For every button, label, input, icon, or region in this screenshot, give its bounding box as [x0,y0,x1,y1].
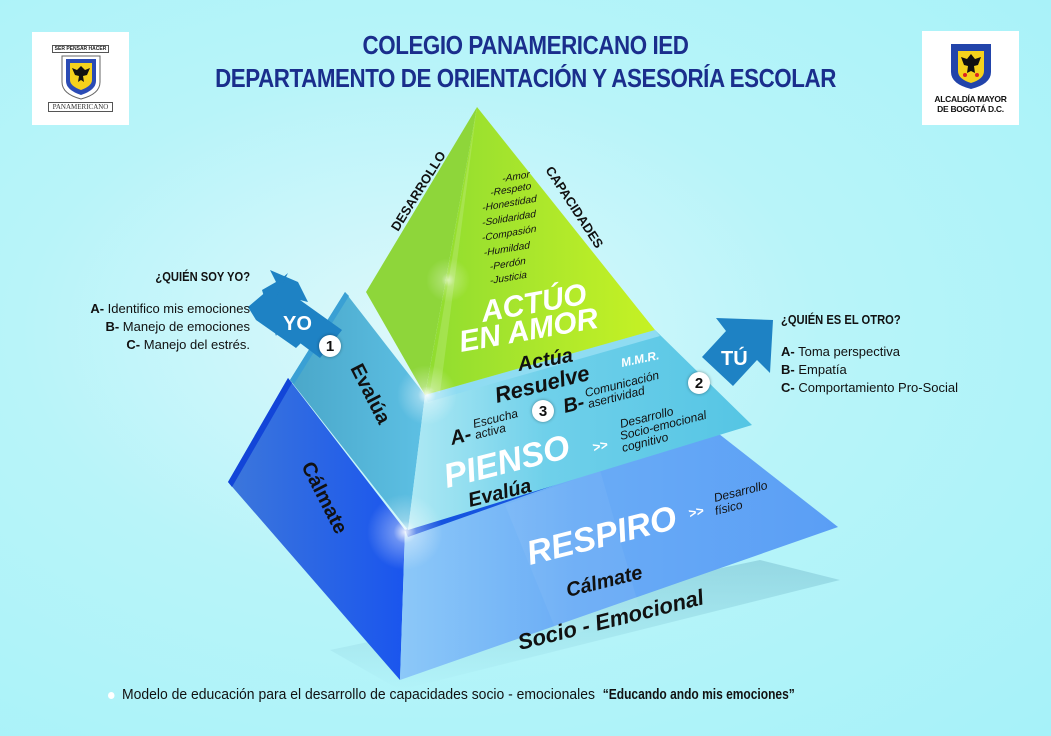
bogota-shield-icon [950,44,991,89]
yo-item: B- Manejo de emociones [105,319,250,334]
footer-quote: “Educando ando mis emociones” [602,686,795,703]
badge-1: 1 [319,335,341,357]
yo-item: C- Manejo del estrés. [126,337,250,352]
top-tier-front-face [425,107,655,395]
arrow-up-right-icon [702,318,773,386]
logo-banner: PANAMERICANO [47,102,114,112]
bullet-icon [108,691,115,699]
tu-item: B- Empatía [781,362,847,377]
tu-arrow [702,318,773,386]
yo-panel: ¿QUIÉN SOY YO? A- Identifico mis emocion… [40,268,250,354]
value-item: -Amor [502,169,530,185]
tu-arrow-label: TÚ [721,346,748,370]
top-tier-side-face [366,107,477,395]
alcaldia-bogota-logo: ALCALDÍA MAYOR DE BOGOTÁ D.C. [922,31,1019,125]
tu-item: A- Toma perspectiva [781,344,900,359]
footer-caption: Modelo de educación para el desarrollo d… [108,686,826,703]
tu-heading: ¿QUIÉN ES EL OTRO? [781,312,901,327]
logo-motto: SER PENSAR HACER [51,45,110,53]
tu-panel: ¿QUIÉN ES EL OTRO? A- Toma perspectiva B… [781,311,1031,397]
bottom-dev-line2: físico [713,497,744,517]
badge-3: 3 [532,400,554,422]
badge-2: 2 [688,372,710,394]
yo-item: A- Identifico mis emociones [90,301,250,316]
yo-heading: ¿QUIÉN SOY YO? [155,269,250,284]
school-shield-icon [61,55,100,100]
yo-arrow [248,270,342,358]
page-title-line1: COLEGIO PANAMERICANO IED [362,30,689,60]
page-title-line2: DEPARTAMENTO DE ORIENTACIÓN Y ASESORÍA E… [215,63,836,93]
colegio-panamericano-logo: SER PENSAR HACER PANAMERICANO [32,32,129,125]
footer-text: Modelo de educación para el desarrollo d… [121,686,596,703]
yo-arrow-label: YO [283,313,312,335]
alcaldia-line1: ALCALDÍA MAYOR [934,94,1007,104]
bottom-arrow: >> [687,503,706,521]
middle-arrow: >> [591,437,610,455]
bottom-tier-front-face [400,423,838,680]
tu-item: C- Comportamiento Pro-Social [781,380,959,395]
arrow-up-left-icon [248,273,314,348]
alcaldia-line2: DE BOGOTÁ D.C. [937,104,1004,114]
bottom-tier-side-face [228,378,405,680]
